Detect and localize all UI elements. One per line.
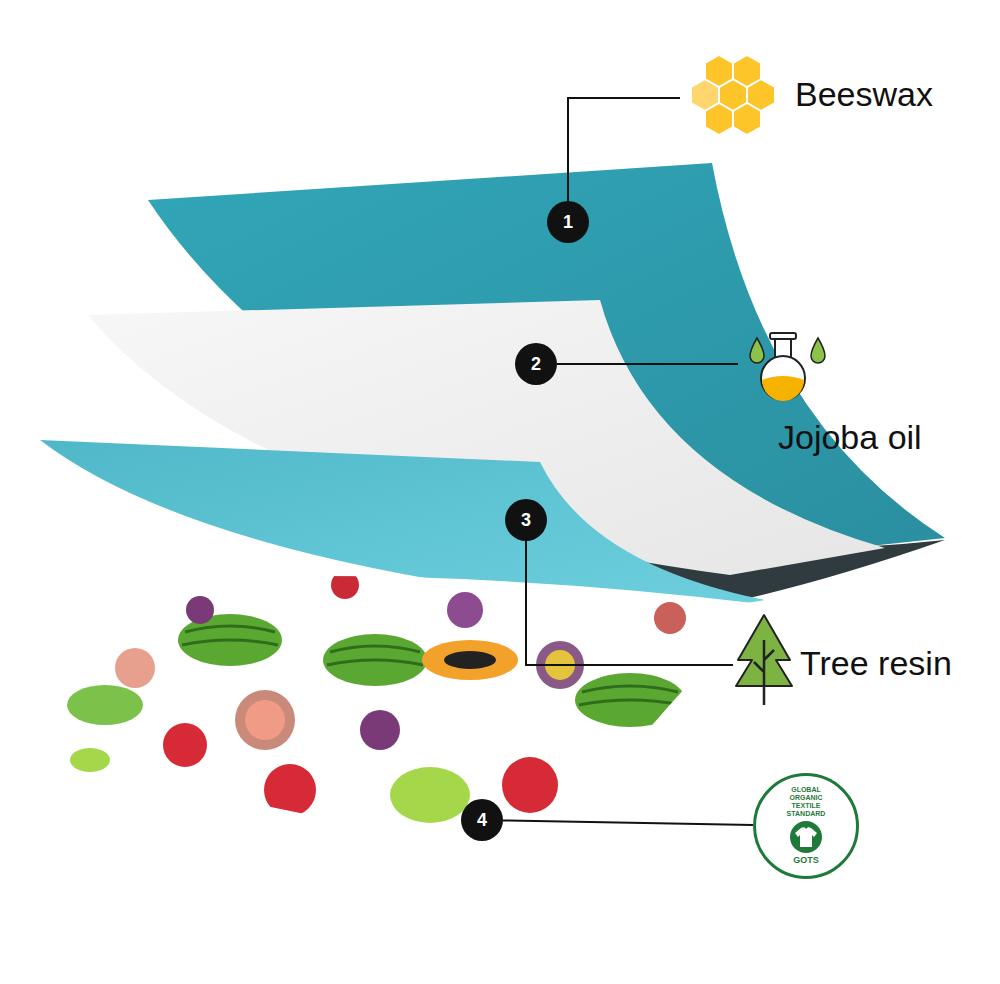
ingredient-label: Beeswax bbox=[795, 76, 933, 113]
leader-line bbox=[557, 363, 738, 365]
leader-connector bbox=[503, 820, 753, 825]
leader-lines bbox=[526, 98, 738, 665]
certification-badge: GLOBAL ORGANIC TEXTILE STANDARD GOTS bbox=[753, 773, 859, 879]
callout-number: 3 bbox=[505, 499, 547, 541]
ingredient-label: Jojoba oil bbox=[778, 419, 922, 456]
callout-number-text: 1 bbox=[563, 213, 573, 231]
passion-fruit bbox=[186, 592, 584, 750]
badge-text: GOTS bbox=[793, 856, 819, 866]
oil-flask-icon bbox=[750, 333, 825, 401]
callout-number-text: 3 bbox=[521, 511, 531, 529]
honeycomb-icon bbox=[691, 55, 775, 135]
callout-number: 1 bbox=[547, 201, 589, 243]
tree-icon bbox=[736, 615, 792, 705]
fig bbox=[115, 602, 686, 750]
badge-text: GLOBAL ORGANIC TEXTILE STANDARD bbox=[775, 786, 837, 818]
callout-number-text: 2 bbox=[531, 355, 541, 373]
callout-number: 4 bbox=[461, 799, 503, 841]
leader-line bbox=[526, 541, 733, 665]
papaya bbox=[422, 640, 518, 680]
callout-number: 2 bbox=[515, 343, 557, 385]
shirt-emblem bbox=[789, 820, 823, 854]
watermelon bbox=[67, 614, 685, 727]
pomegranate bbox=[163, 571, 558, 816]
leader-line bbox=[568, 98, 680, 201]
ingredient-label: Tree resin bbox=[800, 645, 952, 682]
callout-number-text: 4 bbox=[477, 811, 487, 829]
lime bbox=[70, 748, 470, 823]
fruit-fabric bbox=[20, 540, 800, 880]
